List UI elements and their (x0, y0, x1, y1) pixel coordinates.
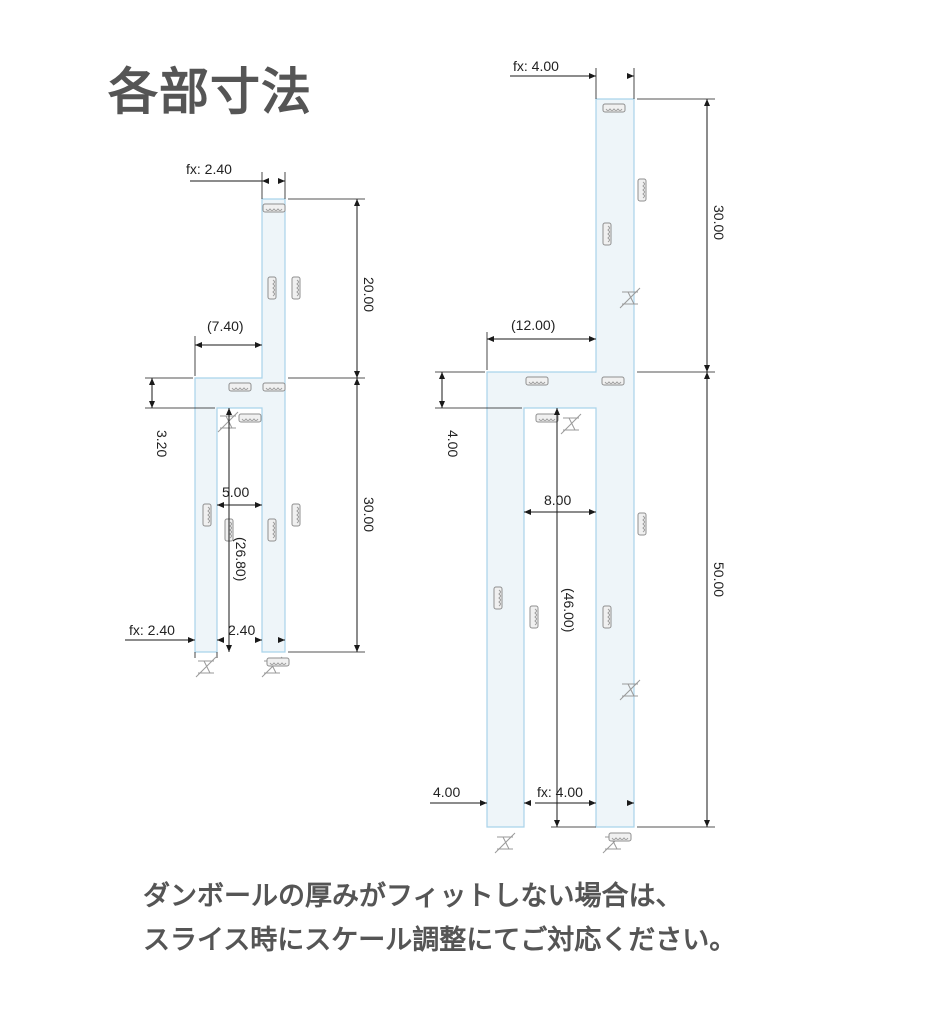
left-leg-left-width-label: fx: 2.40 (129, 622, 175, 638)
edge-symbol-icon (202, 503, 212, 527)
right-step-label: (12.00) (511, 317, 555, 333)
right-crossbar-label: 4.00 (445, 430, 461, 457)
edge-symbol-icon (262, 382, 286, 392)
edge-symbol-icon (267, 276, 277, 300)
right-leg-height-label: 50.00 (711, 562, 727, 597)
joint-symbol-icon (195, 656, 217, 678)
left-gap-label: 5.00 (222, 484, 249, 500)
edge-symbol-icon (267, 518, 277, 542)
left-step-label: (7.40) (207, 318, 244, 334)
right-part-outline (486, 98, 635, 828)
joint-symbol-icon (217, 411, 239, 433)
right-leg-right-width-label: fx: 4.00 (537, 784, 583, 800)
right-top-width-label: fx: 4.00 (513, 58, 559, 74)
edge-symbol-icon (291, 276, 301, 300)
right-top-height-label: 30.00 (711, 205, 727, 240)
right-leg-left-width-label: 4.00 (433, 784, 460, 800)
left-top-height-label: 20.00 (361, 277, 377, 312)
left-leg-right-width-label: 2.40 (228, 622, 255, 638)
edge-symbol-icon (602, 103, 626, 113)
joint-symbol-icon (560, 413, 582, 435)
edge-symbol-icon (493, 586, 503, 610)
edge-symbol-icon (637, 512, 647, 536)
edge-symbol-icon (602, 222, 612, 246)
left-crossbar-label: 3.20 (154, 430, 170, 457)
page-title: 各部寸法 (108, 63, 312, 121)
edge-symbol-icon (291, 503, 301, 527)
left-part: fx: 2.40 20.00 (7.40) 3.20 30.00 5.00 (125, 161, 377, 678)
edge-symbol-icon (602, 605, 612, 629)
right-part: fx: 4.00 30.00 (12.00) 4.00 50.00 8.00 (430, 58, 727, 854)
right-inner-height-label: (46.00) (561, 588, 577, 632)
left-inner-height-label: (26.80) (233, 537, 249, 581)
edge-symbol-icon (608, 832, 632, 842)
edge-symbol-icon (266, 657, 290, 667)
fit-note-line-1: ダンボールの厚みがフィットしない場合は、 (143, 881, 683, 912)
edge-symbol-icon (228, 382, 252, 392)
joint-symbol-icon (494, 832, 516, 854)
edge-symbol-icon (601, 376, 625, 386)
edge-symbol-icon (529, 605, 539, 629)
left-top-width-label: fx: 2.40 (186, 161, 232, 177)
right-gap-label: 8.00 (544, 492, 571, 508)
fit-note-line-2: スライス時にスケール調整にてご対応ください。 (143, 925, 737, 956)
edge-symbol-icon (262, 203, 286, 213)
edge-symbol-icon (535, 413, 559, 423)
left-leg-height-label: 30.00 (361, 497, 377, 532)
edge-symbol-icon (238, 413, 262, 423)
edge-symbol-icon (525, 376, 549, 386)
edge-symbol-icon (637, 178, 647, 202)
left-part-outline (194, 198, 286, 653)
